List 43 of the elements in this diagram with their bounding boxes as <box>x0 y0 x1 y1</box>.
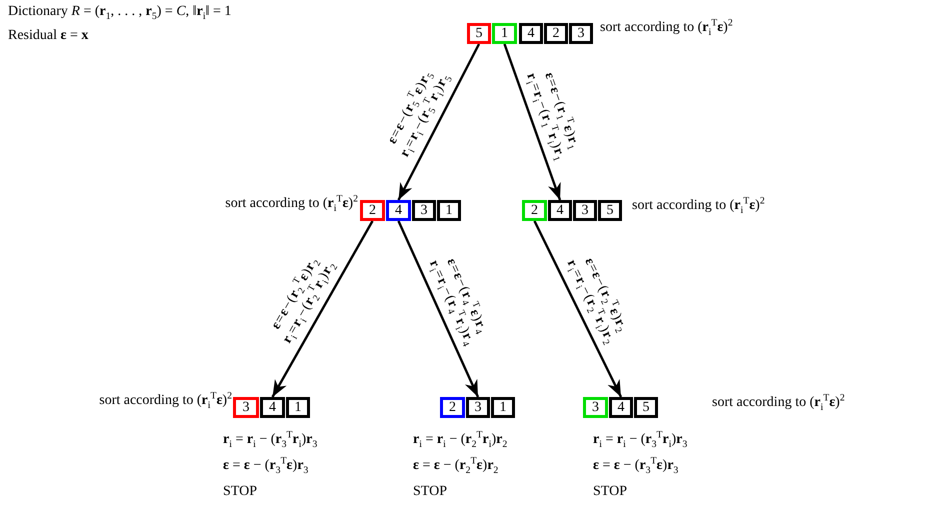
sort-note: sort according to (r$_{i}$$^{T}$ε)$^{2}$ <box>600 20 733 37</box>
sort-note: sort according to (r$_{i}$$^{T}$ε)$^{2}$ <box>712 395 845 412</box>
number-cell: 5 <box>634 397 658 418</box>
number-cell: 2 <box>522 200 547 221</box>
formula-text: STOP <box>413 484 447 501</box>
number-cell: 1 <box>286 397 310 418</box>
formula-text: STOP <box>593 484 627 501</box>
number-cell: 1 <box>491 397 515 418</box>
number-cell: 1 <box>492 23 517 44</box>
number-cell: 3 <box>569 23 593 44</box>
number-cell: 3 <box>466 397 490 418</box>
formula-text: ε = ε − (r$_{3}$$^{T}$ε)r$_{3}$ <box>593 458 678 475</box>
number-cell: 4 <box>519 23 543 44</box>
arrow <box>533 220 622 398</box>
formula-text: STOP <box>223 484 257 501</box>
number-cell: 3 <box>573 200 597 221</box>
number-cell: 3 <box>412 200 436 221</box>
formula-text: r$_{i}$ = r$_{i}$ − (r$_{2}$$^{T}$r$_{i}$)r$_{2}$ <box>413 432 508 449</box>
number-cell: 2 <box>440 397 465 418</box>
arrow <box>503 44 562 200</box>
number-cell: 3 <box>233 397 259 418</box>
arrow <box>397 220 480 398</box>
number-cell: 5 <box>467 23 491 44</box>
sort-note: sort according to (r$_{i}$$^{T}$ε)$^{2}$ <box>632 198 765 215</box>
number-cell: 1 <box>437 200 461 221</box>
formula-text: r$_{i}$ = r$_{i}$ − (r$_{3}$$^{T}$r$_{i}$)r$_{3}$ <box>223 432 318 449</box>
formula-text: r$_{i}$ = r$_{i}$ − (r$_{3}$$^{T}$r$_{i}$)r$_{3}$ <box>593 432 688 449</box>
sort-note: sort according to (r$_{i}$$^{T}$ε)$^{2}$ <box>99 393 232 410</box>
arrow <box>397 43 480 201</box>
number-cell: 4 <box>609 397 633 418</box>
arrow <box>271 220 374 398</box>
formula-text: ε = ε − (r$_{3}$$^{T}$ε)r$_{3}$ <box>223 458 308 475</box>
definition-text: Dictionary R = (r$_{1}$, . . . , r$_{5}$) = C, ‖r$_{i}$‖ = 1 <box>8 4 232 21</box>
number-cell: 4 <box>260 397 285 418</box>
number-cell: 4 <box>548 200 572 221</box>
number-cell: 2 <box>544 23 568 44</box>
number-cell: 4 <box>386 200 411 221</box>
formula-text: ε = ε − (r$_{2}$$^{T}$ε)r$_{2}$ <box>413 458 498 475</box>
number-cell: 5 <box>598 200 622 221</box>
number-cell: 3 <box>583 397 608 418</box>
sort-note: sort according to (r$_{i}$$^{T}$ε)$^{2}$ <box>225 196 358 213</box>
number-cell: 2 <box>360 200 385 221</box>
definition-text: Residual ε = x <box>8 28 88 45</box>
